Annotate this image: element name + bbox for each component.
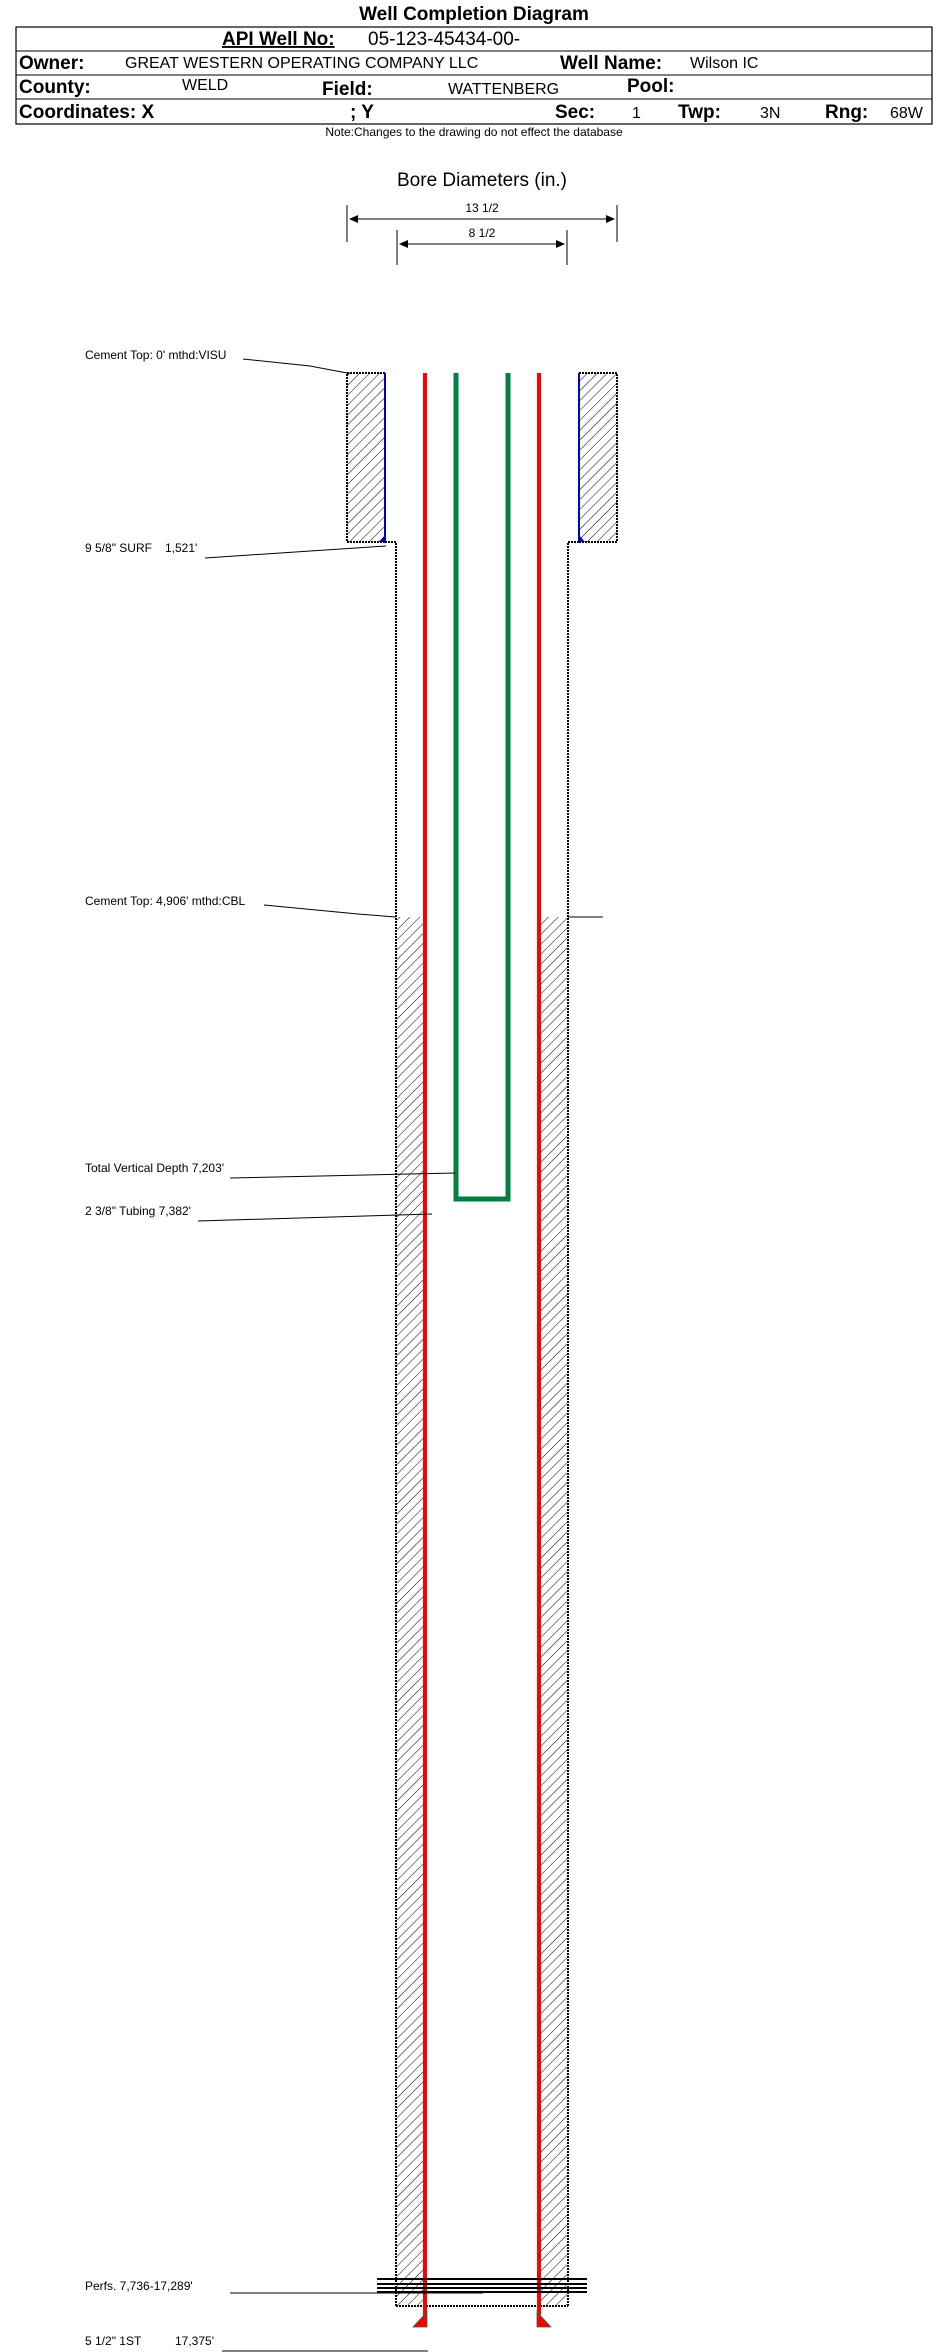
surface-casing-label: 9 5/8" SURF bbox=[85, 541, 152, 555]
arrow-right-icon bbox=[556, 240, 565, 248]
arrow-left-icon bbox=[399, 240, 408, 248]
production-casing-depth: 17,375' bbox=[175, 2334, 214, 2348]
production-cement bbox=[397, 917, 567, 2305]
sec-value: 1 bbox=[632, 105, 641, 122]
surface-casing-depth: 1,521' bbox=[165, 541, 197, 555]
tubing-label: 2 3/8" Tubing 7,382' bbox=[85, 1204, 191, 1218]
owner-label: Owner: bbox=[19, 53, 84, 74]
twp-label: Twp: bbox=[678, 102, 721, 123]
perforations bbox=[377, 2278, 587, 2293]
annotations: Cement Top: 0' mthd:VISU 9 5/8" SURF 1,5… bbox=[85, 348, 603, 2352]
cement-top-production-label: Cement Top: 4,906' mthd:CBL bbox=[85, 894, 245, 908]
diagram-title: Well Completion Diagram bbox=[359, 4, 589, 25]
surface-casing bbox=[379, 373, 585, 542]
well-name-value: Wilson IC bbox=[690, 55, 758, 72]
tvd-label: Total Vertical Depth 7,203' bbox=[85, 1161, 224, 1175]
api-label: API Well No: bbox=[222, 29, 335, 50]
arrow-left-icon bbox=[349, 215, 358, 223]
arrow-right-icon bbox=[606, 215, 615, 223]
field-value: WATTENBERG bbox=[448, 81, 559, 98]
rng-value: 68W bbox=[890, 105, 924, 122]
cement-top-surface-label: Cement Top: 0' mthd:VISU bbox=[85, 348, 226, 362]
field-label: Field: bbox=[322, 79, 373, 100]
production-casing-label: 5 1/2" 1ST bbox=[85, 2334, 142, 2348]
county-value: WELD bbox=[182, 77, 228, 94]
coordinates-x-label: Coordinates: X bbox=[19, 102, 154, 123]
twp-value: 3N bbox=[760, 105, 780, 122]
note-text: Note:Changes to the drawing do not effec… bbox=[325, 125, 623, 139]
well-name-label: Well Name: bbox=[560, 53, 662, 74]
pool-label: Pool: bbox=[627, 76, 675, 97]
owner-value: GREAT WESTERN OPERATING COMPANY LLC bbox=[125, 55, 478, 72]
bore-outer-label: 13 1/2 bbox=[465, 201, 499, 215]
tubing bbox=[453, 373, 511, 1202]
header-table: API Well No: 05-123-45434-00- Owner: GRE… bbox=[15, 26, 933, 125]
sec-label: Sec: bbox=[555, 102, 595, 123]
perfs-label: Perfs. 7,736-17,289' bbox=[85, 2279, 193, 2293]
production-casing bbox=[412, 373, 552, 2328]
bore-inner-label: 8 1/2 bbox=[469, 226, 496, 240]
api-value: 05-123-45434-00- bbox=[368, 29, 520, 50]
surface-cement bbox=[346, 372, 618, 543]
rng-label: Rng: bbox=[825, 102, 868, 123]
bore-diameters: Bore Diameters (in.) 13 1/2 8 1/2 bbox=[346, 170, 618, 265]
county-label: County: bbox=[19, 77, 91, 98]
coordinates-y-label: ; Y bbox=[350, 102, 374, 123]
bore-title: Bore Diameters (in.) bbox=[397, 170, 567, 191]
